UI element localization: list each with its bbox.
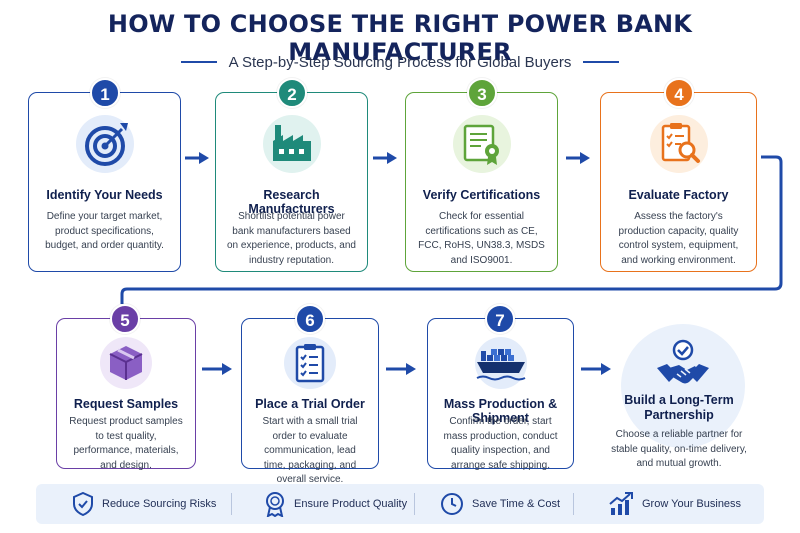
step-number-badge: 7 [485,304,515,334]
checklist-icon [282,335,338,391]
benefit-label: Reduce Sourcing Risks [102,498,217,510]
step-card-4: Evaluate Factory Assess the factory's pr… [600,92,757,272]
step-title: Request Samples [73,397,179,411]
page-title: HOW TO CHOOSE THE RIGHT POWER BANK MANUF… [107,10,693,66]
growth-chart-icon [609,492,633,515]
partnership-circle [621,324,745,448]
target-icon [74,113,136,175]
final-description: Choose a reliable partner for stable qua… [611,429,747,470]
page-subtitle: A Step-by-Step Sourcing Process for Glob… [228,53,572,71]
certificate-icon [451,113,513,175]
award-icon [266,492,284,517]
step-number-badge: 4 [664,78,694,108]
arrow-right-icon [581,363,611,375]
factory-icon [261,113,323,175]
step-title: Research Manufacturers [248,188,335,216]
step-card-2: Research Manufacturers Shortlist potenti… [215,92,368,272]
step-card-7: Mass Production & Shipment Confirm the o… [427,318,574,471]
ship-icon [471,335,531,391]
step-card-5: Request Samples Request product samples … [56,318,196,471]
step-description: Start with a small trial order to evalua… [262,416,358,486]
final-title: Build a Long-Term Partnership [624,393,734,422]
step-description: Confirm the order, start mass production… [443,416,558,471]
box-icon [98,335,154,391]
divider [231,493,232,515]
step-title: Identify Your Needs [46,188,163,202]
clipboard-search-icon [648,113,710,175]
step-title: Mass Production & Shipment [443,397,558,425]
step-card-6: Place a Trial Order Start with a small t… [241,318,379,485]
step-number-badge: 2 [277,78,307,108]
step-number-badge: 5 [110,304,140,334]
arrow-right-icon [373,152,397,164]
step-description: Shortlist potential power bank manufactu… [227,211,356,266]
benefits-bar: Reduce Sourcing Risks Ensure Product Qua… [36,484,764,524]
divider [573,493,574,515]
benefit-item: Ensure Product Quality [264,484,407,524]
benefit-item: Grow Your Business [608,484,741,524]
benefit-label: Ensure Product Quality [294,498,408,510]
step-title: Evaluate Factory [628,188,729,202]
step-description: Request product samples to test quality,… [69,416,183,471]
step-number-badge: 6 [295,304,325,334]
step-title: Place a Trial Order [255,397,365,411]
arrow-right-icon [202,363,232,375]
step-number-badge: 1 [90,78,120,108]
subtitle-row: A Step-by-Step Sourcing Process for Glob… [0,52,800,72]
subtitle-line-right [583,61,620,63]
arrow-right-icon [386,363,416,375]
arrow-right-icon [185,152,209,164]
step-title: Verify Certifications [422,188,541,202]
benefit-label: Grow Your Business [642,498,742,510]
clock-icon [441,493,463,515]
benefit-item: Save Time & Cost [440,484,560,524]
step-card-3: Verify Certifications Check for essentia… [405,92,558,272]
step-card-1: Identify Your Needs Define your target m… [28,92,181,272]
benefit-item: Reduce Sourcing Risks [72,484,216,524]
handshake-icon [657,339,709,384]
step-number-badge: 3 [467,78,497,108]
step-description: Assess the factory's production capacity… [618,211,739,266]
subtitle-line-left [180,61,217,63]
step-description: Define your target market, product speci… [45,211,164,252]
arrow-right-icon [566,152,590,164]
step-description: Check for essential certifications such … [418,211,545,266]
divider [414,493,415,515]
shield-check-icon [73,492,93,516]
benefit-label: Save Time & Cost [472,498,561,510]
